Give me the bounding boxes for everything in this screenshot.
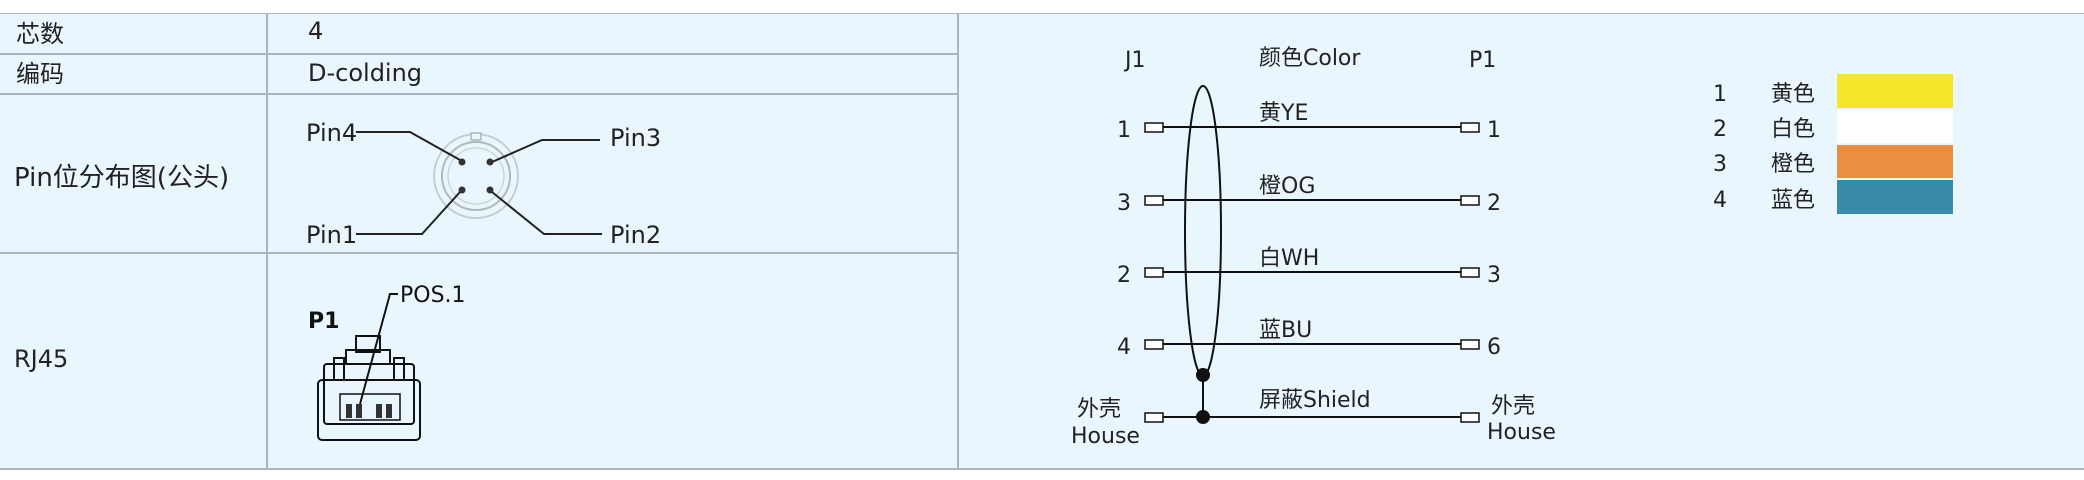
wiring-panel: J1 颜色Color P1 1 黄YE 1 3 橙OG 2 2 — [959, 14, 2084, 470]
color-header: 颜色Color — [1259, 46, 1361, 71]
shield-row: 屏蔽Shield 外壳 House 外壳 House — [1071, 368, 1556, 449]
legend-color-name: 白色 — [1771, 117, 1815, 142]
pin3-label: Pin3 — [610, 124, 661, 152]
j1-terminal — [1144, 122, 1164, 133]
row-divider — [0, 93, 959, 95]
legend-swatch — [1837, 180, 1953, 214]
pin3-leader — [491, 139, 600, 163]
shield-label: 屏蔽Shield — [1259, 388, 1371, 413]
rj45-diagram: P1 POS.1 — [308, 283, 466, 441]
j1-terminal — [1144, 339, 1164, 350]
rj45-latch-base — [345, 349, 391, 365]
cable-bundle-outline — [1184, 85, 1222, 377]
row-label-pin-layout: Pin位分布图(公头) — [14, 163, 230, 193]
rj45-contact — [376, 404, 382, 418]
wire-color-label: 白WH — [1259, 246, 1319, 271]
row-divider — [0, 252, 959, 254]
connector-face — [447, 147, 505, 205]
p1-shield-terminal — [1460, 412, 1480, 423]
rj45-position-label: POS.1 — [400, 283, 466, 308]
p1-terminal — [1460, 195, 1480, 206]
wire-row-1: 1 黄YE 1 — [1117, 101, 1501, 143]
p1-pin-label: 3 — [1487, 263, 1501, 288]
rj45-contact — [346, 404, 352, 418]
p1-pin-label: 1 — [1487, 118, 1501, 143]
j1-housing-cn: 外壳 — [1077, 397, 1121, 422]
row-label-coding: 编码 — [16, 60, 64, 88]
color-legend: 1 黄色 2 白色 3 橙色 4 蓝色 — [1713, 74, 1953, 214]
rj45-left-guide — [333, 357, 345, 381]
legend-number: 4 — [1713, 188, 1727, 213]
rj45-right-guide — [393, 357, 405, 381]
pin1-leader — [356, 191, 461, 235]
connector-key — [470, 132, 482, 141]
pos1-leader — [359, 293, 398, 405]
pin4-contact — [458, 158, 466, 166]
p1-terminal — [1460, 267, 1480, 278]
wire-color-label: 黄YE — [1259, 101, 1308, 126]
legend-swatch — [1837, 110, 1953, 143]
rj45-latch — [355, 335, 381, 353]
row-value-core-count: 4 — [308, 17, 324, 45]
legend-swatch — [1837, 74, 1953, 108]
p1-housing-cn: 外壳 — [1491, 394, 1535, 419]
legend-number: 1 — [1713, 82, 1727, 107]
rj45-contact — [356, 404, 362, 418]
wiring-diagram: J1 颜色Color P1 1 黄YE 1 3 橙OG 2 2 — [1071, 46, 1953, 449]
rj45-connector-label: P1 — [308, 309, 339, 334]
p1-terminal — [1460, 122, 1480, 133]
legend-item-4: 4 蓝色 — [1713, 180, 1953, 214]
p1-terminal — [1460, 339, 1480, 350]
row-value-coding: D-colding — [308, 59, 423, 87]
j1-pin-label: 4 — [1117, 335, 1131, 360]
row-label-rj45: RJ45 — [14, 345, 69, 373]
j1-pin-label: 2 — [1117, 263, 1131, 288]
legend-color-name: 蓝色 — [1771, 188, 1815, 213]
j1-header: J1 — [1123, 48, 1146, 73]
row-label-core-count: 芯数 — [16, 20, 64, 48]
j1-pin-label: 1 — [1117, 118, 1131, 143]
wire-color-label: 橙OG — [1259, 174, 1315, 199]
wire-row-2: 3 橙OG 2 — [1117, 174, 1501, 216]
spec-table: 芯数 4 编码 D-colding Pin位分布图(公头) RJ45 Pin4 … — [0, 14, 959, 470]
j1-housing-en: House — [1071, 424, 1140, 449]
j1-terminal — [1144, 267, 1164, 278]
row-divider — [0, 53, 959, 55]
column-divider — [266, 14, 268, 470]
page-border-bottom — [0, 468, 2084, 470]
wire-row-3: 2 白WH 3 — [1117, 246, 1501, 288]
wire-row-4: 4 蓝BU 6 — [1117, 318, 1501, 360]
p1-pin-label: 2 — [1487, 191, 1501, 216]
legend-color-name: 橙色 — [1771, 152, 1815, 177]
legend-number: 3 — [1713, 152, 1727, 177]
pin2-label: Pin2 — [610, 221, 661, 249]
j1-pin-label: 3 — [1117, 191, 1131, 216]
rj45-contact-window — [339, 393, 401, 421]
rj45-housing — [317, 379, 421, 441]
pin1-contact — [458, 186, 466, 194]
rj45-contact — [386, 404, 392, 418]
connector-inner-ring — [441, 141, 511, 211]
pin-layout-diagram: Pin4 Pin3 Pin1 Pin2 — [306, 119, 661, 249]
legend-swatch — [1837, 145, 1953, 178]
j1-shield-terminal — [1144, 412, 1164, 423]
pin4-leader — [356, 131, 461, 161]
panel-divider — [957, 14, 959, 470]
pin2-contact — [486, 186, 494, 194]
pin2-leader — [491, 191, 602, 235]
legend-number: 2 — [1713, 117, 1727, 142]
p1-header: P1 — [1469, 48, 1496, 73]
p1-pin-label: 6 — [1487, 335, 1501, 360]
legend-item-1: 1 黄色 — [1713, 74, 1953, 108]
legend-item-2: 2 白色 — [1713, 110, 1953, 143]
pin4-label: Pin4 — [306, 119, 357, 147]
legend-color-name: 黄色 — [1771, 82, 1815, 107]
legend-item-3: 3 橙色 — [1713, 145, 1953, 178]
pin3-contact — [486, 158, 494, 166]
pin1-label: Pin1 — [306, 221, 357, 249]
p1-housing-en: House — [1487, 420, 1556, 445]
wire-color-label: 蓝BU — [1259, 318, 1312, 343]
j1-terminal — [1144, 195, 1164, 206]
